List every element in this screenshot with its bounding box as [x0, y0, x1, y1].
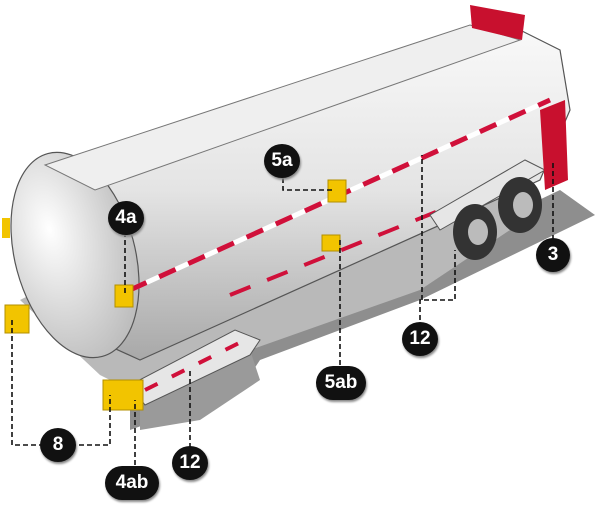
wheel-hub [513, 192, 533, 218]
amber-lamp-side-front [2, 218, 10, 238]
callout-8: 8 [40, 428, 76, 462]
amber-lamp-8-left [4, 304, 30, 334]
rear-mudflap [540, 100, 568, 190]
callout-5ab: 5ab [316, 366, 366, 400]
callout-4a: 4a [108, 201, 144, 235]
reflective-tape-lower [229, 168, 541, 297]
tank-front-end [10, 151, 140, 359]
callout-4ab: 4ab [105, 466, 159, 500]
amber-lamp-4a [114, 284, 134, 308]
ground-shadow-front [140, 350, 260, 430]
leader-lines [11, 155, 554, 465]
reflective-tape-fender [144, 338, 246, 392]
callout-5a: 5a [264, 144, 300, 178]
callout-12-lower: 12 [172, 446, 208, 480]
rear-top-reflector [470, 5, 525, 40]
callout-3: 3 [536, 238, 570, 272]
callout-12-upper: 12 [402, 322, 438, 356]
wheel-hub [468, 219, 488, 245]
amber-lamp-5ab [321, 234, 341, 252]
amber-lamp-5a [327, 179, 347, 203]
tank-walkway [43, 24, 522, 191]
amber-lamp-4ab [102, 379, 144, 411]
